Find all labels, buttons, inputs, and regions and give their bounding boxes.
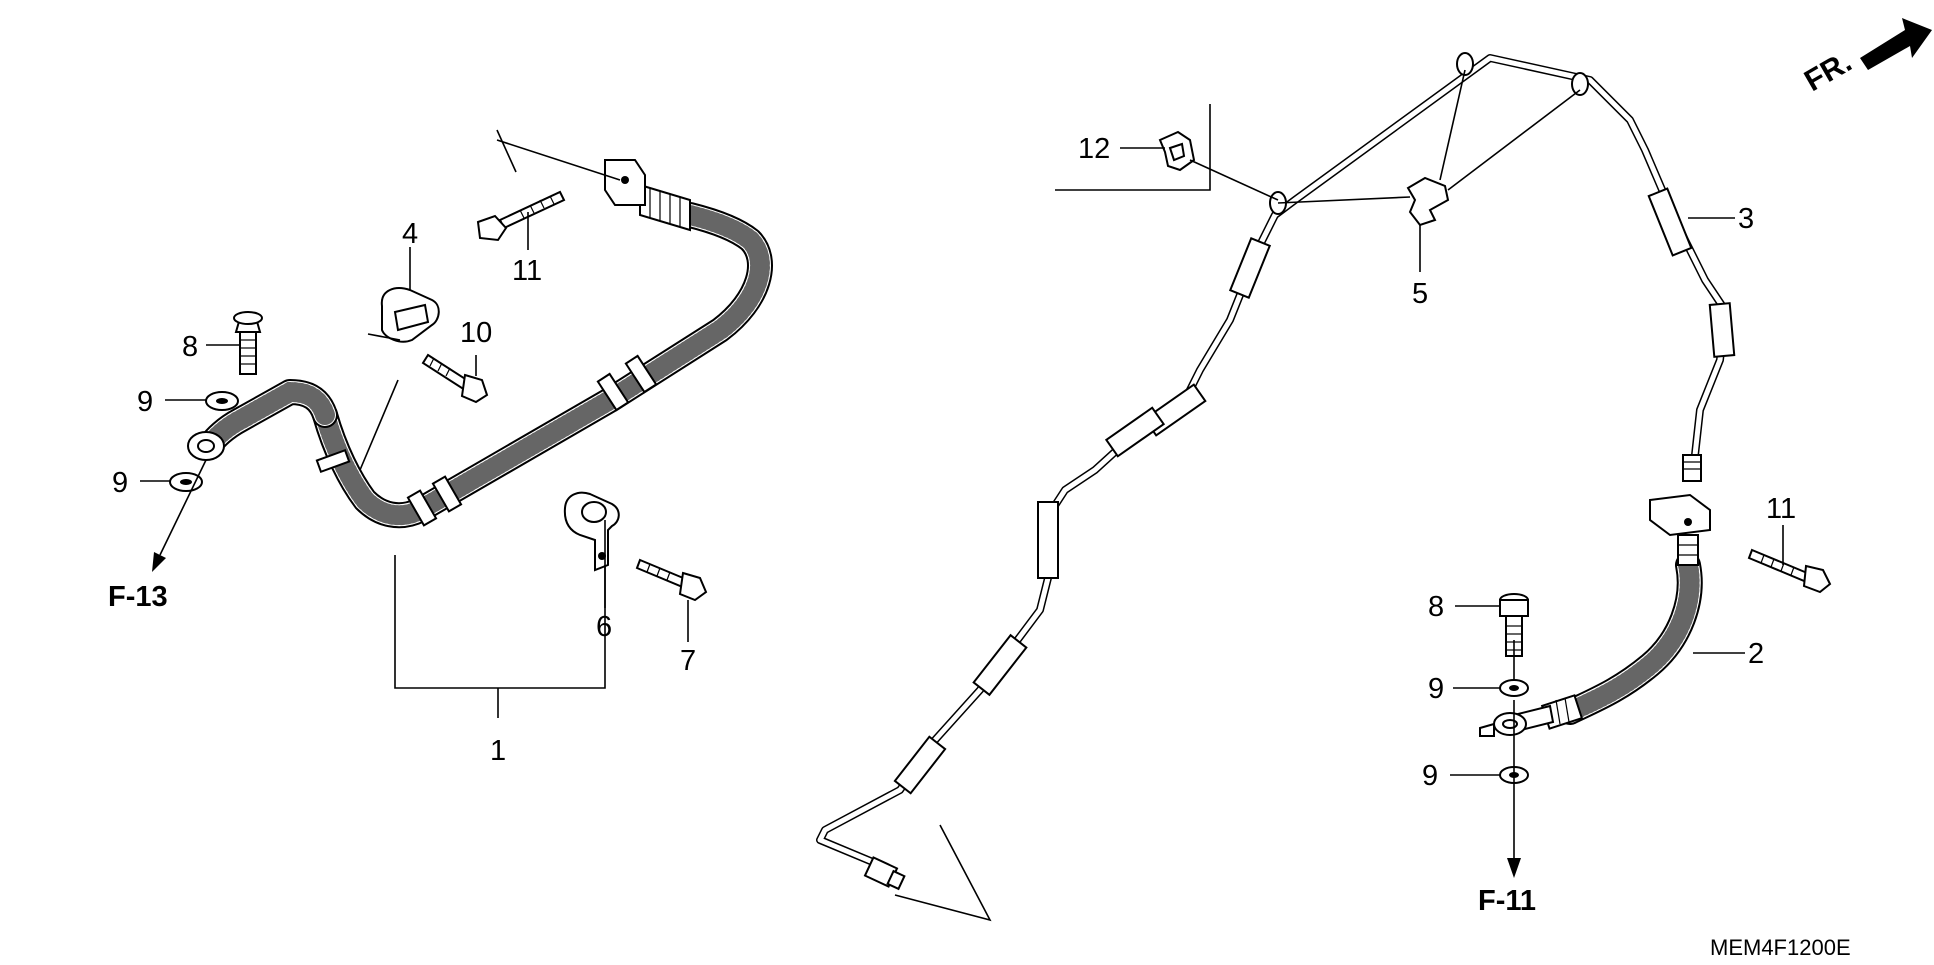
- part-7-bolt[interactable]: [635, 558, 708, 602]
- callout-12: 12: [1078, 133, 1110, 165]
- reference-right: F-11: [1478, 885, 1536, 917]
- front-label: FR.: [1799, 45, 1857, 98]
- callout-3: 3: [1738, 203, 1754, 235]
- part-3-brake-pipe[interactable]: [816, 52, 1736, 891]
- callout-8-right: 8: [1428, 591, 1444, 623]
- hose-end-fitting-upper: [604, 159, 691, 232]
- callout-4: 4: [402, 218, 418, 250]
- front-direction-indicator: FR.: [1799, 18, 1932, 98]
- hose-collar: [406, 354, 658, 527]
- pipe-flare-nut-right: [1682, 454, 1702, 482]
- callout-numbers: 1 2 3 4 5 6 7 8 9 9 10 11 12 8 9 9 11: [112, 133, 1796, 792]
- leader-lines: [140, 69, 1784, 922]
- part-11-bolt-left[interactable]: [476, 190, 566, 242]
- part-8-banjo-bolt-right[interactable]: [1499, 593, 1529, 657]
- callout-10: 10: [460, 317, 492, 349]
- hose-end-fitting-right-upper: [1649, 493, 1711, 566]
- part-5-pipe-clip[interactable]: [1406, 176, 1450, 227]
- callout-11-right: 11: [1766, 493, 1796, 525]
- pipe-flare-nut-lower: [863, 856, 906, 891]
- callout-9-left-upper: 9: [137, 386, 153, 418]
- part-9-sealing-washer-left-lower[interactable]: [169, 472, 203, 492]
- callout-7: 7: [680, 645, 696, 677]
- callout-2: 2: [1748, 638, 1764, 670]
- pipe-sleeve: [893, 187, 1736, 795]
- banjo-fitting-right: [1479, 712, 1527, 737]
- part-10-bolt[interactable]: [421, 353, 489, 404]
- callout-6: 6: [596, 611, 612, 643]
- part-2-brake-hose[interactable]: [1508, 493, 1711, 734]
- part-12-pipe-clip[interactable]: [1158, 130, 1196, 172]
- callout-9-right-upper: 9: [1428, 673, 1444, 705]
- callout-1: 1: [490, 735, 506, 767]
- callout-9-right-lower: 9: [1422, 760, 1438, 792]
- banjo-fitting-left: [187, 431, 225, 461]
- part-9-sealing-washer-right-upper[interactable]: [1499, 679, 1529, 697]
- callout-8-left: 8: [182, 331, 198, 363]
- part-11-bolt-right[interactable]: [1747, 548, 1832, 594]
- part-8-banjo-bolt-left[interactable]: [233, 311, 263, 375]
- part-6-bracket[interactable]: [563, 491, 620, 572]
- callout-5: 5: [1412, 278, 1428, 310]
- figure-code: MEM4F1200E: [1710, 935, 1851, 960]
- part-9-sealing-washer-left-upper[interactable]: [205, 391, 239, 411]
- part-4-hose-clamp[interactable]: [380, 287, 440, 343]
- reference-left: F-13: [108, 581, 168, 613]
- callout-9-left-lower: 9: [112, 467, 128, 499]
- callout-11-left: 11: [512, 255, 542, 287]
